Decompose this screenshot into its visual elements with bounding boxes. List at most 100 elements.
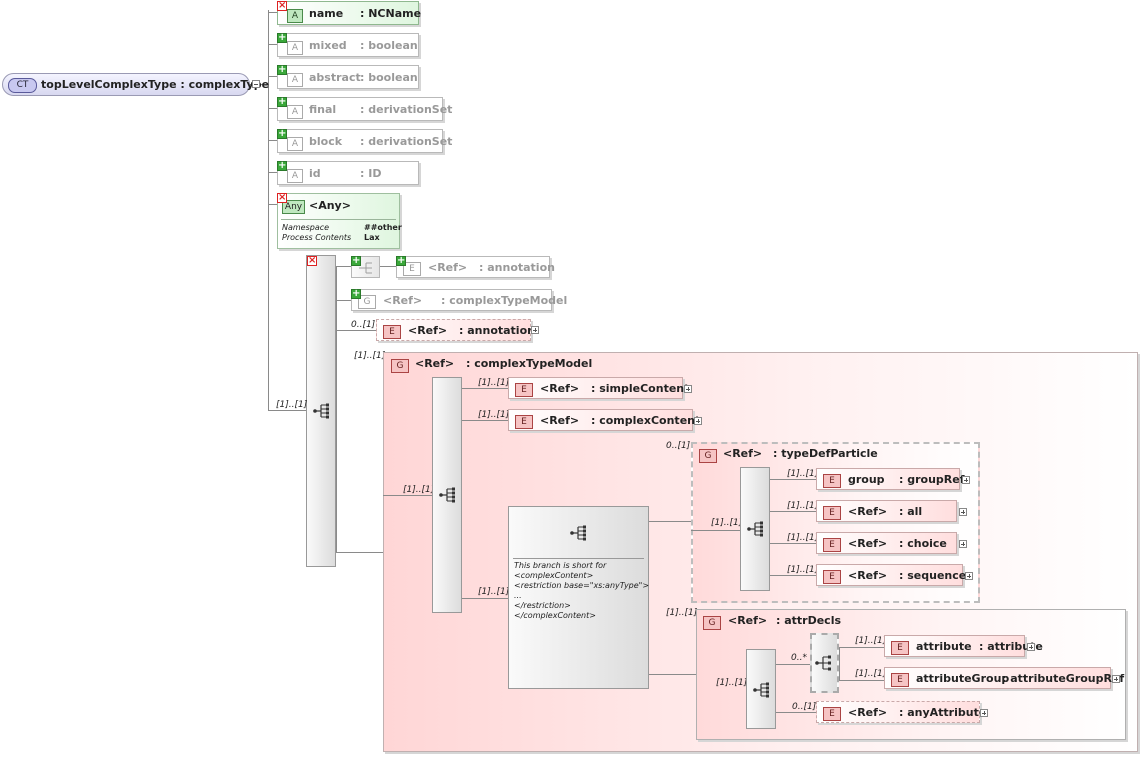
connector — [770, 575, 816, 576]
attribute-icon: A — [287, 73, 303, 87]
root-label: topLevelComplexType : complexType — [41, 78, 270, 91]
attribute-id[interactable]: A id : ID — [277, 161, 419, 185]
add-icon[interactable]: + — [277, 128, 287, 139]
complex-type-icon: CT — [8, 78, 37, 93]
remove-icon[interactable]: × — [277, 0, 287, 11]
root-complex-type[interactable]: CT topLevelComplexType : complexType — [2, 73, 269, 96]
expand-toggle[interactable] — [962, 476, 970, 484]
connector — [336, 330, 376, 331]
cardinality: 0..* — [791, 653, 807, 663]
remove-icon[interactable]: × — [307, 255, 317, 266]
element-icon: E — [515, 415, 533, 429]
add-icon[interactable]: + — [277, 96, 287, 107]
sequence-compositor[interactable] — [432, 377, 462, 613]
connector — [268, 204, 277, 205]
expand-toggle[interactable] — [1027, 643, 1035, 651]
cardinality: [1]..[1] — [276, 400, 308, 410]
element-name: attribute — [916, 640, 972, 653]
ref-label: <Ref> — [723, 447, 763, 460]
all-element[interactable]: E <Ref> : all — [816, 500, 957, 522]
simple-content-element[interactable]: E <Ref> : simpleContent — [508, 377, 689, 399]
attribute-element[interactable]: E attribute : attribute — [884, 635, 1043, 657]
choice-icon — [815, 655, 831, 671]
group-element[interactable]: E group : groupRef — [816, 468, 965, 490]
connector — [383, 495, 432, 496]
attribute-icon: A — [287, 169, 303, 183]
any-title: <Any> — [309, 199, 351, 212]
sequence-icon — [359, 262, 372, 274]
attribute-icon: A — [287, 105, 303, 119]
cardinality: [1]..[1] — [716, 678, 748, 688]
connector — [691, 530, 740, 531]
attribute-group-element[interactable]: E attributeGroup : attributeGroupRef — [884, 667, 1124, 689]
add-icon[interactable]: + — [396, 255, 406, 266]
group-icon: G — [391, 359, 409, 373]
cardinality: [1]..[1] — [855, 669, 887, 679]
cardinality: [1]..[1] — [354, 351, 386, 361]
connector — [268, 44, 277, 45]
choice-compositor[interactable] — [810, 633, 839, 693]
attribute-mixed[interactable]: A mixed : boolean — [277, 33, 419, 57]
connector — [380, 266, 396, 267]
note-line: </restriction> — [514, 601, 571, 610]
expand-toggle[interactable] — [1112, 675, 1120, 683]
note-line: ... — [514, 591, 522, 600]
element-icon: E — [823, 474, 841, 488]
cardinality: [1]..[1] — [403, 485, 435, 495]
type-label: : annotation — [459, 324, 535, 337]
add-icon[interactable]: + — [277, 32, 287, 43]
expand-toggle[interactable] — [965, 572, 973, 580]
type-label: : attributeGroupRef — [1002, 672, 1125, 685]
add-icon[interactable]: + — [351, 288, 361, 299]
element-icon: E — [823, 506, 841, 520]
choice-element[interactable]: E <Ref> : choice — [816, 532, 957, 554]
sequence-element[interactable]: E <Ref> : sequence — [816, 564, 966, 586]
add-icon[interactable]: + — [277, 160, 287, 171]
type-label: : complexTypeModel — [441, 294, 568, 307]
expand-toggle[interactable] — [980, 709, 988, 717]
shorthand-branch[interactable]: This branch is short for <complexContent… — [508, 506, 649, 689]
remove-icon[interactable]: × — [277, 192, 287, 203]
expand-toggle[interactable] — [959, 540, 967, 548]
any-icon: Any — [282, 200, 305, 214]
sequence-compositor[interactable] — [306, 255, 336, 567]
attribute-type: : boolean — [360, 39, 418, 52]
element-name: attributeGroup — [916, 672, 1010, 685]
attribute-final[interactable]: A final : derivationSet — [277, 97, 452, 121]
attribute-label: block — [309, 135, 343, 148]
type-label: : groupRef — [899, 473, 965, 486]
element-icon: E — [891, 673, 909, 687]
attribute-name[interactable]: A name : NCName — [277, 1, 421, 25]
add-icon[interactable]: + — [277, 64, 287, 75]
collapse-toggle[interactable] — [252, 80, 260, 88]
type-label: : choice — [899, 537, 947, 550]
sequence-icon — [753, 682, 769, 698]
annotation-element[interactable]: E <Ref> : annotation — [376, 319, 535, 341]
connector — [839, 647, 840, 680]
connector — [462, 420, 508, 421]
connector — [776, 712, 816, 713]
group-icon: G — [703, 616, 721, 630]
add-icon[interactable]: + — [351, 255, 361, 266]
element-name: <Ref> — [848, 569, 888, 582]
type-label: : simpleContent — [591, 382, 690, 395]
expand-toggle[interactable] — [694, 417, 702, 425]
complex-content-element[interactable]: E <Ref> : complexContent — [508, 409, 700, 431]
expand-toggle[interactable] — [959, 508, 967, 516]
sequence-compositor[interactable] — [740, 467, 770, 591]
cardinality: [1]..[1] — [666, 608, 698, 618]
any-attribute-element[interactable]: E <Ref> : anyAttribute — [816, 701, 986, 723]
annotation-ref-faded[interactable]: E <Ref> : annotation — [396, 256, 555, 278]
cardinality: [1]..[1] — [478, 410, 510, 420]
sequence-compositor[interactable] — [746, 649, 776, 729]
attribute-block[interactable]: A block : derivationSet — [277, 129, 452, 153]
cardinality: [1]..[1] — [787, 501, 819, 511]
cardinality: 0..[1] — [666, 441, 691, 451]
element-icon: E — [823, 570, 841, 584]
attribute-icon: A — [287, 9, 303, 23]
attribute-abstract[interactable]: A abstract : boolean — [277, 65, 419, 89]
expand-toggle[interactable] — [531, 326, 539, 334]
expand-toggle[interactable] — [684, 385, 692, 393]
any-attribute-box[interactable]: Any <Any> Namespace ##other Process Cont… — [277, 193, 402, 249]
complex-type-model-ref-faded[interactable]: G <Ref> : complexTypeModel — [351, 289, 567, 311]
